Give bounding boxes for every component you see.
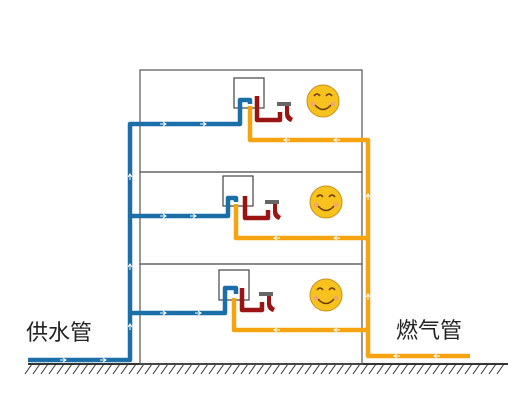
ground-hatch-line bbox=[264, 363, 273, 375]
smiley-faces bbox=[306, 84, 343, 312]
ground-hatch-line bbox=[496, 363, 505, 375]
ground-hatch-line bbox=[440, 363, 449, 375]
ground-hatch-line bbox=[80, 363, 89, 375]
ground bbox=[24, 363, 508, 375]
ground-hatch-line bbox=[208, 363, 217, 375]
ground-hatch-line bbox=[168, 363, 177, 375]
ground-hatch-line bbox=[344, 363, 353, 375]
ground-hatch-line bbox=[256, 363, 265, 375]
ground-hatch-line bbox=[32, 363, 41, 375]
ground-hatch-line bbox=[24, 363, 33, 375]
ground-hatch-line bbox=[320, 363, 329, 375]
ground-hatch-line bbox=[272, 363, 281, 375]
ground-hatch-line bbox=[152, 363, 161, 375]
ground-hatch-line bbox=[136, 363, 145, 375]
ground-hatch-line bbox=[392, 363, 401, 375]
ground-hatch-line bbox=[88, 363, 97, 375]
ground-hatch-line bbox=[192, 363, 201, 375]
ground-hatch-line bbox=[112, 363, 121, 375]
ground-hatch-line bbox=[416, 363, 425, 375]
ground-hatch-line bbox=[240, 363, 249, 375]
ground-hatch-line bbox=[304, 363, 313, 375]
ground-hatch-line bbox=[296, 363, 305, 375]
ground-hatch-line bbox=[280, 363, 289, 375]
faucet-icon bbox=[265, 200, 281, 220]
smiley-face-icon bbox=[309, 278, 343, 312]
ground-hatch-line bbox=[360, 363, 369, 375]
faucet-icon bbox=[277, 102, 293, 122]
ground-hatch-line bbox=[128, 363, 137, 375]
ground-hatch-line bbox=[64, 363, 73, 375]
ground-hatch-line bbox=[456, 363, 465, 375]
ground-hatch-line bbox=[176, 363, 185, 375]
ground-hatch-line bbox=[312, 363, 321, 375]
ground-hatch-line bbox=[400, 363, 409, 375]
gas-pipe bbox=[231, 106, 470, 359]
ground-hatch-line bbox=[480, 363, 489, 375]
ground-hatch-line bbox=[448, 363, 457, 375]
ground-hatch-line bbox=[232, 363, 241, 375]
ground-hatch-line bbox=[368, 363, 377, 375]
ground-hatch-line bbox=[224, 363, 233, 375]
smiley-face-icon bbox=[309, 185, 343, 219]
ground-hatch-line bbox=[104, 363, 113, 375]
ground-hatch-line bbox=[200, 363, 209, 375]
ground-hatch-line bbox=[408, 363, 417, 375]
ground-hatch-line bbox=[384, 363, 393, 375]
smiley-face-icon bbox=[306, 84, 340, 118]
ground-hatch-line bbox=[160, 363, 169, 375]
flow-arrows bbox=[60, 121, 440, 363]
ground-hatch-line bbox=[184, 363, 193, 375]
ground-hatch-line bbox=[288, 363, 297, 375]
ground-hatch-line bbox=[352, 363, 361, 375]
ground-hatch-line bbox=[216, 363, 225, 375]
ground-hatch-line bbox=[336, 363, 345, 375]
ground-hatch-line bbox=[144, 363, 153, 375]
hot-water-pipe bbox=[239, 96, 283, 313]
ground-hatch-line bbox=[120, 363, 129, 375]
ground-hatch-line bbox=[40, 363, 49, 375]
ground-hatch-line bbox=[424, 363, 433, 375]
ground-hatch-line bbox=[488, 363, 497, 375]
ground-hatch-line bbox=[56, 363, 65, 375]
faucets bbox=[259, 102, 293, 312]
faucet-icon bbox=[259, 292, 275, 312]
ground-hatch-line bbox=[96, 363, 105, 375]
ground-hatch-line bbox=[464, 363, 473, 375]
ground-hatch-line bbox=[432, 363, 441, 375]
water-supply-label: 供水管 bbox=[26, 321, 92, 346]
ground-hatch-line bbox=[472, 363, 481, 375]
gas-pipe-label: 燃气管 bbox=[396, 319, 462, 344]
ground-hatch-line bbox=[248, 363, 257, 375]
ground-hatch-line bbox=[48, 363, 57, 375]
ground-hatch-line bbox=[72, 363, 81, 375]
ground-hatch-line bbox=[328, 363, 337, 375]
ground-hatch-line bbox=[376, 363, 385, 375]
